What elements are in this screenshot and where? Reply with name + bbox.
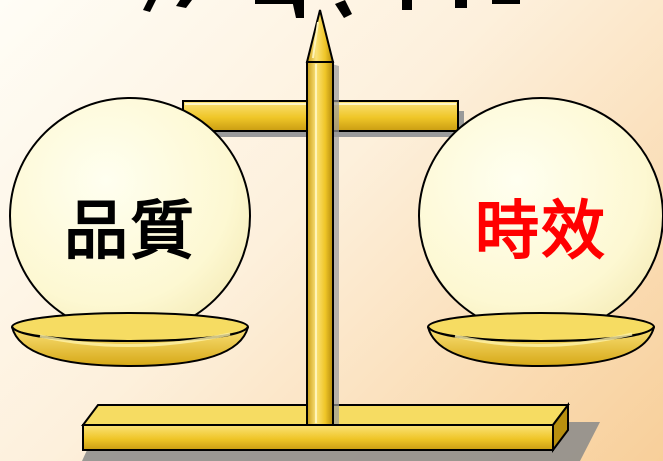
base-side — [552, 402, 569, 453]
pole-tip-highlight — [312, 21, 319, 59]
right-weight-sphere — [418, 97, 663, 335]
right-pan — [427, 312, 655, 368]
pole-tip — [305, 9, 335, 63]
title-fragment — [143, 0, 520, 18]
left-pan — [11, 312, 249, 368]
base-front — [82, 424, 554, 451]
left-weight-sphere — [9, 97, 251, 335]
balance-pole — [306, 61, 334, 426]
